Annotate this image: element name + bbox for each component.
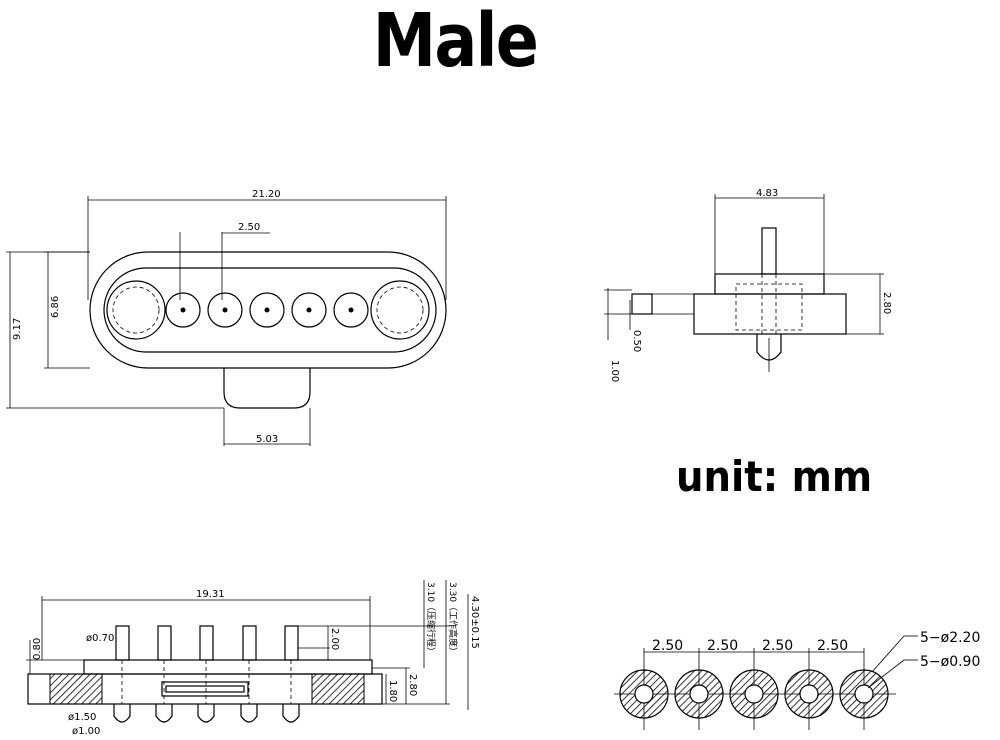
pad-inner-dia: 5−ø0.90 <box>920 654 980 670</box>
dim-base: 1.00 <box>609 360 620 382</box>
dim-height-body: 6.86 <box>50 296 61 318</box>
dim-pin-dia: ø0.70 <box>86 633 114 644</box>
dim-tab: 5.03 <box>256 434 278 445</box>
pad-view: 2.50 2.50 2.50 2.50 5−ø2.20 5−ø0.90 <box>614 630 980 730</box>
dim-side-height: 2.80 <box>881 292 892 314</box>
pad-pitch-4: 2.50 <box>817 638 848 654</box>
dim-span: 19.31 <box>196 589 225 600</box>
pad-pitch-1: 2.50 <box>652 638 683 654</box>
dim-dia-b: ø1.00 <box>72 726 100 737</box>
dim-total: 4.30±0.15 <box>469 596 480 649</box>
unit-label: unit: mm <box>676 452 873 501</box>
dim-pitch: 2.50 <box>238 222 260 233</box>
side-view: 4.83 1.00 0.50 2.80 <box>604 188 892 382</box>
dim-left-height: 0.80 <box>32 638 43 660</box>
dim-travel: 3.10（压缩行程） <box>425 582 437 656</box>
dim-work-height: 3.30（工作高度） <box>447 582 459 656</box>
dim-pin-height: 2.00 <box>329 628 340 650</box>
dim-width: 21.20 <box>252 189 281 200</box>
top-view: 21.20 2.50 5.03 9.17 6.86 <box>6 189 447 446</box>
dim-pin-gap: 0.50 <box>631 330 642 352</box>
pad-pitch-3: 2.50 <box>762 638 793 654</box>
dim-base-b: 2.80 <box>407 674 418 696</box>
dim-base-a: 1.80 <box>387 680 398 702</box>
pad-pitch-2: 2.50 <box>707 638 738 654</box>
dim-height-outer: 9.17 <box>12 318 23 340</box>
dim-top-width: 4.83 <box>756 188 778 199</box>
dim-dia-a: ø1.50 <box>68 712 96 723</box>
page-title: Male <box>372 0 539 84</box>
front-view: 19.31 ø0.70 2.00 ø1.50 ø1.00 0 <box>26 580 480 737</box>
pad-outer-dia: 5−ø2.20 <box>920 630 980 646</box>
